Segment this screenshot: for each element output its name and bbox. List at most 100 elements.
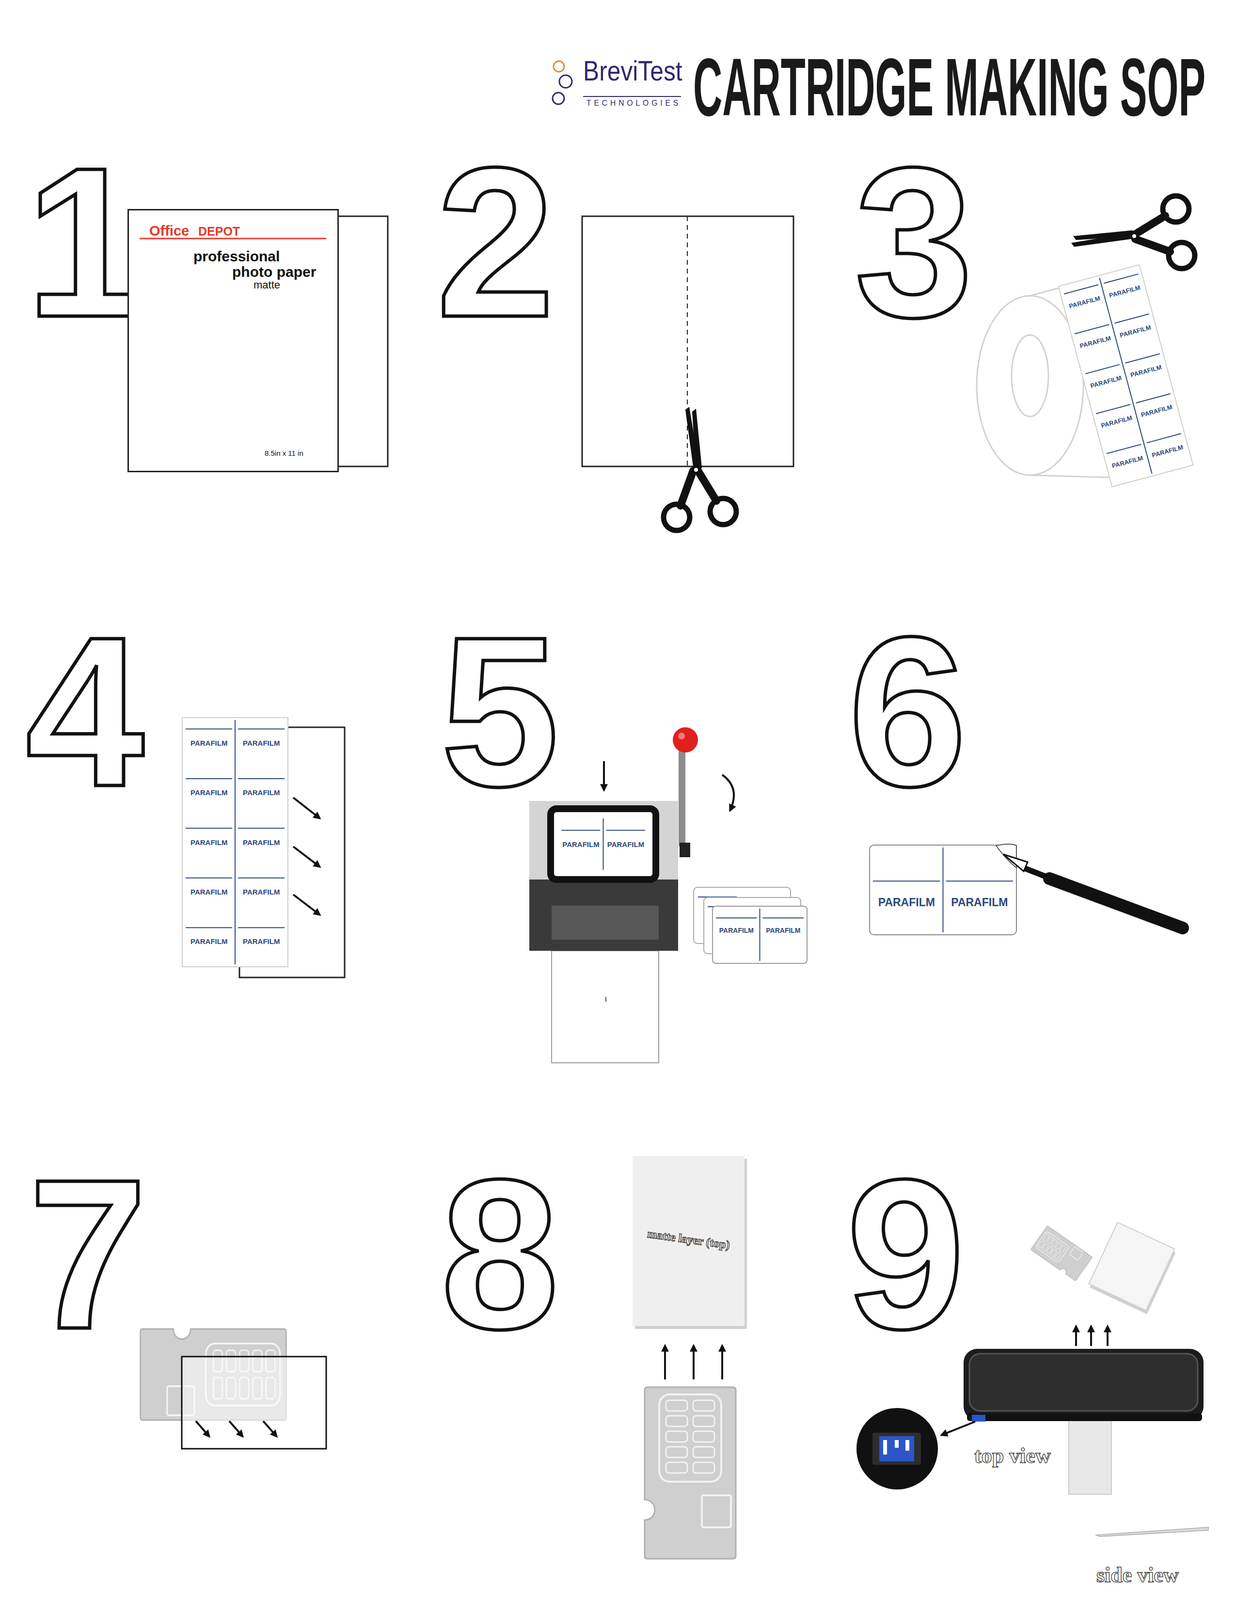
step-number: 9 [846, 1147, 966, 1361]
parafilm-line [872, 880, 941, 882]
parafilm-text: PARAFILM [1078, 334, 1112, 350]
up-arrow [1090, 1325, 1093, 1346]
laminator-body [963, 1348, 1204, 1420]
package-text: professional [193, 249, 280, 264]
pkg-shape: OfficeDEPOTprofessionalphoto papermatte8… [127, 208, 339, 473]
parafilm-line [234, 719, 236, 965]
parafilm-text: PARAFILM [190, 887, 228, 896]
cut-line [686, 216, 688, 467]
paper-sheet [582, 216, 794, 467]
logo-mark [559, 75, 572, 88]
piece [1089, 1221, 1175, 1311]
cartridge-icon [1030, 1225, 1093, 1281]
package-text: 8.5in x 11 in [264, 449, 304, 457]
package-text: Office [149, 223, 190, 238]
step-number: 8 [440, 1147, 560, 1361]
parafilm-line [561, 829, 601, 831]
up-arrow [1106, 1325, 1109, 1346]
parafilm-line [237, 877, 285, 879]
parafilm-text: PARAFILM [878, 896, 935, 908]
cutter-base [529, 879, 679, 951]
parafilm-line [185, 926, 233, 928]
parafilm-text: PARAFILM [1110, 454, 1144, 469]
parafilm-line [185, 777, 233, 779]
parafilm-text: PARAFILM [1100, 414, 1133, 429]
switch-panel [879, 1435, 915, 1461]
parafilm-text: PARAFILM [765, 926, 801, 934]
parafilm-text: PARAFILM [242, 937, 280, 945]
sheet-shape: PARAFILM PARAFILM PARAFILM PARAFILM PARAFILM… [181, 716, 289, 967]
scalpel-handle [1049, 878, 1183, 928]
parafilm-line [942, 847, 944, 933]
page-title: CARTRIDGE MAKING SOP [693, 46, 1206, 128]
laminated-piece [1087, 1221, 1177, 1314]
parafilm-text: PARAFILM [190, 937, 228, 945]
cartridge-icon [644, 1386, 736, 1559]
switch-mark [894, 1439, 899, 1448]
scalpel-neck [1023, 867, 1051, 879]
step-number: 1 [25, 135, 145, 349]
parafilm-text: PARAFILM [950, 896, 1008, 908]
parafilm-line [237, 777, 285, 779]
insert-arrow [602, 760, 605, 791]
parafilm-line [762, 917, 805, 919]
parafilm-line [602, 818, 604, 870]
parafilm-line [1125, 353, 1160, 364]
sheet-label: matte layer (top) [646, 1227, 731, 1251]
parafilm-line [185, 877, 233, 879]
logo-mark [552, 92, 565, 105]
lever-pole [678, 741, 686, 846]
parafilm-text: PARAFILM [1129, 364, 1163, 379]
view-label: side view [1096, 1564, 1179, 1586]
parafilm-lines [713, 906, 807, 963]
place-arrow [293, 894, 320, 915]
matte-shape: matte layer (top) [632, 1155, 745, 1326]
logo-rule [583, 95, 682, 97]
parafilm-line [1136, 393, 1171, 403]
parafilm-line [185, 827, 233, 829]
parafilm-lines [870, 845, 1016, 935]
pull-arrow [722, 774, 734, 811]
step-number: 6 [848, 604, 967, 819]
parafilm-line [1095, 404, 1131, 414]
logo-text: TECHNOLOGIES [586, 99, 682, 108]
paper-exit [551, 950, 659, 1063]
laminator-top [969, 1353, 1198, 1411]
parafilm-line [606, 829, 646, 831]
step-number: 5 [440, 604, 560, 819]
parafilm-line [1099, 277, 1152, 474]
card-shape: PARAFILM PARAFILM [712, 905, 808, 964]
parafilm-line [946, 880, 1014, 882]
roll-core [1011, 334, 1049, 417]
parafilm-line [1106, 443, 1141, 454]
parafilm-line [759, 908, 761, 961]
parafilm-line [715, 917, 758, 919]
parafilm-text: PARAFILM [1108, 284, 1141, 299]
switch-mark [905, 1439, 910, 1451]
parafilm-text: PARAFILM [719, 926, 754, 934]
place-arrow [293, 797, 320, 819]
step-number: 2 [436, 135, 555, 349]
package-text: photo paper [232, 264, 317, 280]
up-arrow [1075, 1325, 1078, 1346]
scissors-icon [663, 406, 737, 531]
switch-housing [872, 1432, 921, 1465]
paper-piece [181, 1356, 327, 1449]
parafilm-text: PARAFILM [242, 739, 280, 747]
lever-hinge [679, 842, 691, 857]
side-view-shape [1096, 1526, 1209, 1537]
place-arrow [229, 1420, 243, 1437]
lever-knob [672, 727, 698, 753]
cutter-window [550, 808, 656, 880]
parafilm-text: PARAFILM [242, 838, 280, 846]
lever-highlight [678, 732, 685, 740]
step-number: 7 [28, 1147, 148, 1361]
parafilm-line [1074, 324, 1110, 334]
parafilm-text: PARAFILM [562, 840, 600, 848]
parafilm-text: PARAFILM [190, 838, 228, 846]
place-arrow [263, 1420, 277, 1437]
card6-shape: PARAFILM PARAFILM [869, 844, 1017, 935]
parafilm-line [1063, 284, 1099, 294]
step-number: 4 [25, 604, 145, 819]
